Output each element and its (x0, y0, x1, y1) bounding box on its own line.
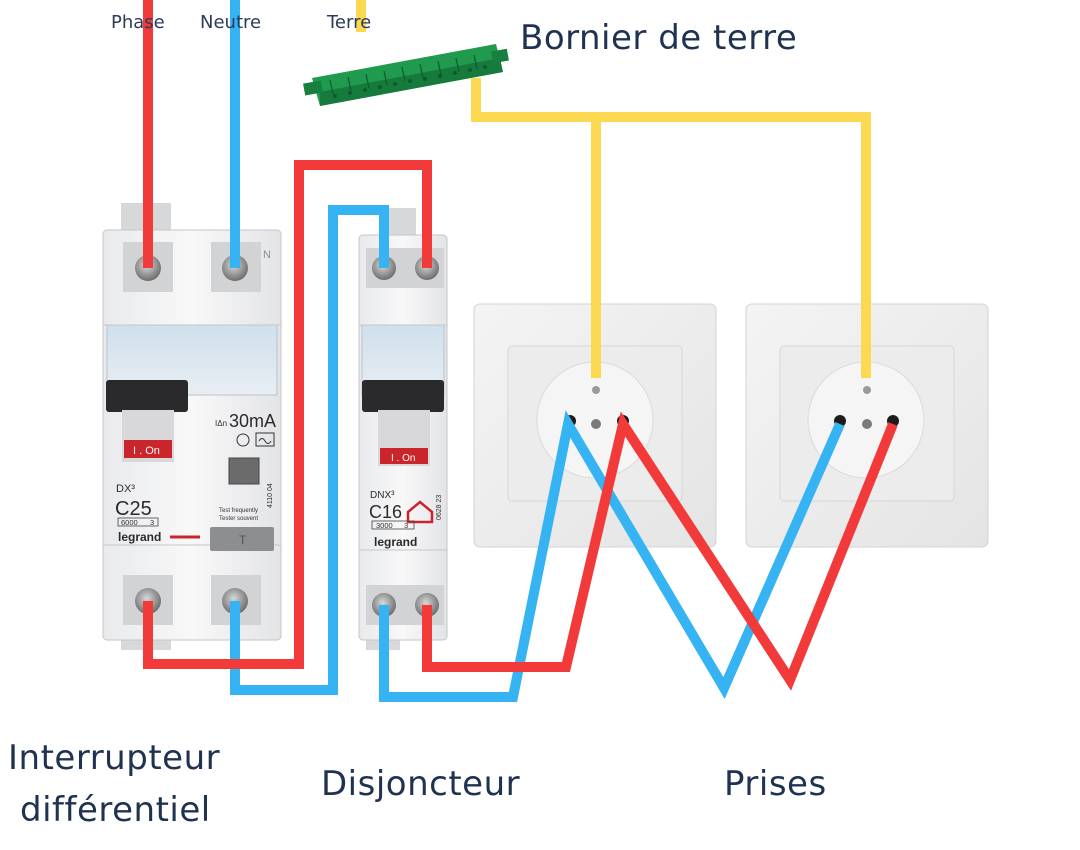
breaker-rating: C16 (369, 502, 402, 522)
neutral-wire-to-sockets (379, 410, 845, 702)
earth-label: Terre (327, 12, 372, 33)
neutral-label: Neutre (200, 12, 262, 33)
rcd-ref: 4110 04 (267, 483, 274, 508)
earth-terminal-label: Bornier de terre (520, 18, 798, 58)
socket-2 (745, 303, 989, 548)
rcd-toggle-handle: I . On (106, 380, 188, 462)
rcd-test-button-label: T (239, 533, 247, 547)
rcd-sensitivity: 30mA (229, 411, 276, 431)
rcd-test-button[interactable] (210, 527, 274, 551)
neutral-wire-rcd-to-breaker (230, 205, 389, 695)
rcd-rating: C25 (115, 498, 152, 520)
breaker-toggle-handle: I . On (362, 380, 444, 466)
rcd-sensitivity-prefix: IΔn (215, 419, 227, 428)
rcd-wave-icon (255, 432, 275, 447)
home-icon (406, 500, 434, 524)
rcd-label-line2: différentiel (20, 790, 211, 830)
rcd-terminal-mark: N (263, 249, 271, 261)
rcd-brand: legrand (118, 530, 161, 544)
earth-terminal-block (303, 44, 509, 106)
breaker-handle-text: I . On (391, 453, 415, 464)
rcd-test-text-2: Tester souvent (219, 516, 258, 522)
phase-wire-to-sockets (422, 411, 898, 691)
rcd-temperature-icon (236, 433, 250, 447)
breaker-series: DNX³ (370, 490, 395, 501)
breaker-device: I . On DNX³ C16 3000 3 legrand 0628 23 (358, 208, 448, 650)
rcd-breaking: 6000 (121, 518, 138, 527)
rcd-breaking-class: 3 (150, 518, 154, 527)
breaker-brand: legrand (374, 535, 417, 549)
phase-label: Phase (111, 12, 165, 33)
breaker-breaking-class: 3 (404, 521, 408, 530)
breaker-ref: 0628 23 (436, 495, 443, 520)
rcd-device: N I . On DX³ C25 6000 3 legrand IΔn 30mA… (102, 203, 282, 650)
rcd-test-window (228, 457, 260, 485)
rcd-series: DX³ (116, 483, 135, 495)
breaker-label: Disjoncteur (321, 764, 521, 804)
socket-1 (473, 303, 717, 548)
rcd-handle-text: I . On (133, 445, 160, 457)
rcd-test-text-1: Test frequently (219, 508, 258, 514)
rcd-label-line1: Interrupteur (8, 738, 221, 778)
earth-wire-main (471, 78, 871, 378)
phase-wire-rcd-to-breaker (143, 160, 432, 669)
breaker-breaking: 3000 (376, 521, 393, 530)
sockets-label: Prises (724, 764, 827, 804)
